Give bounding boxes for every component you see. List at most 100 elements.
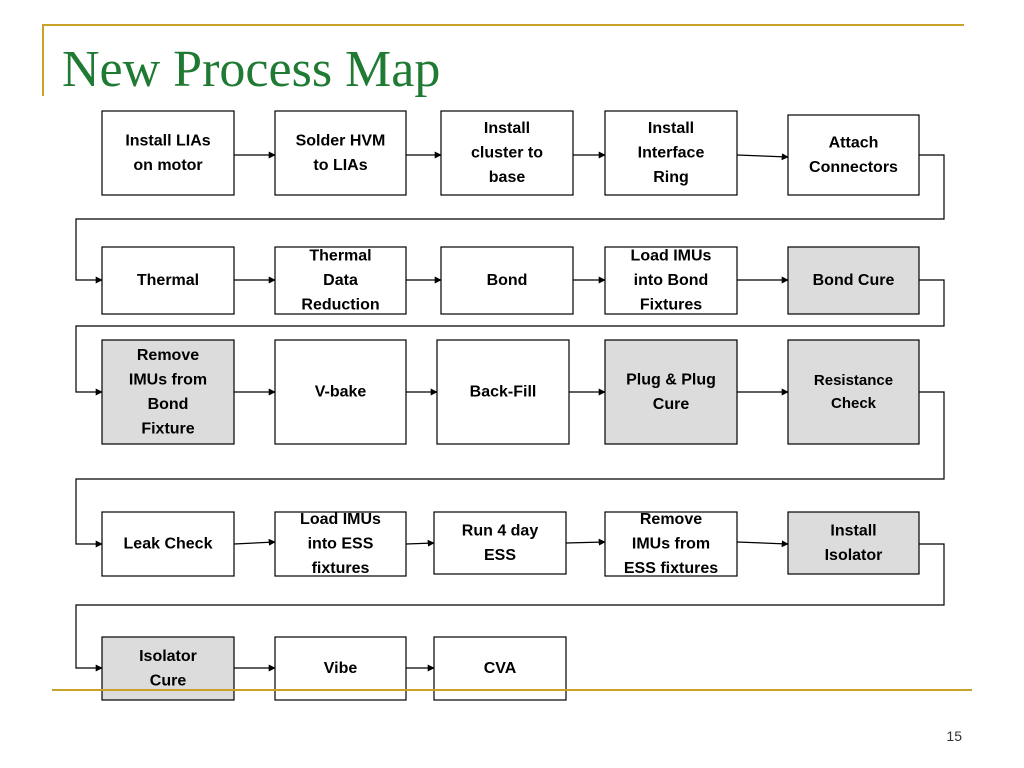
- step-thermal: Thermal: [101, 246, 235, 315]
- step-label: Fixture: [141, 420, 194, 437]
- step-label: ESS: [484, 547, 516, 564]
- title-frame-left-rule: [42, 24, 44, 96]
- step-leak-check: Leak Check: [101, 511, 235, 577]
- step-install-lias-on-motor: Install LIAs on motor: [101, 110, 235, 196]
- step-label: Cure: [653, 396, 690, 413]
- step-label: Back-Fill: [470, 384, 537, 401]
- step-label: on motor: [133, 157, 202, 174]
- row-wrap-arrow: [75, 279, 945, 396]
- step-box: [274, 339, 407, 445]
- flow-arrow: [565, 538, 606, 546]
- step-label: Interface: [638, 145, 705, 162]
- step-install-cluster-to-base: Install cluster to base: [440, 110, 574, 196]
- step-label: V-bake: [315, 384, 367, 401]
- step-label: Solder HVM: [296, 132, 386, 149]
- row-wrap-arrow: [75, 391, 945, 548]
- step-box: [604, 246, 738, 315]
- step-label: into Bond: [634, 272, 709, 289]
- step-label: fixtures: [312, 560, 370, 577]
- step-label: Reduction: [301, 297, 379, 314]
- step-label: IMUs from: [129, 371, 207, 388]
- step-label: Plug & Plug: [626, 371, 716, 388]
- step-label: Thermal: [309, 248, 371, 265]
- step-box: [787, 511, 920, 575]
- step-label: Bond Cure: [813, 272, 895, 289]
- step-label: Bond: [487, 272, 528, 289]
- step-label: to LIAs: [313, 157, 367, 174]
- step-label: Cure: [150, 672, 187, 689]
- step-label: Fixtures: [640, 297, 702, 314]
- step-bond-cure: Bond Cure: [787, 246, 920, 315]
- step-back-fill: Back-Fill: [436, 339, 570, 445]
- step-label: Isolator: [825, 547, 883, 564]
- step-label: Run 4 day: [462, 522, 539, 539]
- step-box: [101, 110, 235, 196]
- step-label: Install: [648, 120, 694, 137]
- step-solder-hvm-to-lias: Solder HVM to LIAs: [274, 110, 407, 196]
- step-box: [440, 110, 574, 196]
- step-box: [274, 511, 407, 577]
- step-box: [274, 246, 407, 315]
- step-label: cluster to: [471, 145, 543, 162]
- step-label: Isolator: [139, 648, 197, 665]
- step-box: [101, 339, 235, 445]
- flow-arrow: [405, 539, 435, 547]
- step-label: Data: [323, 272, 358, 289]
- step-box: [440, 246, 574, 315]
- step-label: Load IMUs: [631, 248, 712, 265]
- flow-arrow: [233, 538, 276, 546]
- step-box: [604, 110, 738, 196]
- footer-rule: [52, 689, 972, 691]
- step-box: [787, 114, 920, 196]
- flow-arrow: [736, 540, 789, 548]
- step-label: Thermal: [137, 272, 199, 289]
- step-box: [604, 339, 738, 445]
- step-label: Resistance: [814, 372, 893, 389]
- step-label: Attach: [829, 134, 879, 151]
- step-label: into ESS: [308, 536, 374, 553]
- step-v-bake: V-bake: [274, 339, 407, 445]
- step-box: [787, 339, 920, 445]
- step-label: Ring: [653, 169, 689, 186]
- step-box: [433, 511, 567, 575]
- step-label: IMUs from: [632, 536, 710, 553]
- step-load-imus-into-ess-fixtures: Load IMUs into ESS fixtures: [274, 511, 407, 577]
- step-label: CVA: [484, 660, 517, 677]
- step-bond: Bond: [440, 246, 574, 315]
- step-label: Load IMUs: [300, 511, 381, 528]
- step-box: [787, 246, 920, 315]
- step-label: Remove: [640, 511, 702, 528]
- step-label: Bond: [148, 396, 189, 413]
- step-label: Vibe: [324, 660, 358, 677]
- step-box: [274, 110, 407, 196]
- step-label: Install: [484, 120, 530, 137]
- title-frame-top-rule: [42, 24, 964, 26]
- page-title: New Process Map: [62, 41, 441, 98]
- step-label: Install: [830, 522, 876, 539]
- step-label: Connectors: [809, 159, 898, 176]
- row-wrap-arrow: [75, 543, 945, 672]
- flow-arrow: [736, 153, 789, 161]
- step-label: Check: [831, 395, 877, 412]
- connectors: [75, 151, 945, 672]
- step-box: [604, 511, 738, 577]
- step-box: [101, 246, 235, 315]
- step-label: Install LIAs: [125, 132, 210, 149]
- step-label: Remove: [137, 347, 199, 364]
- step-label: ESS fixtures: [624, 560, 718, 577]
- step-label: base: [489, 169, 526, 186]
- step-box: [101, 511, 235, 577]
- page-number: 15: [946, 728, 962, 744]
- step-box: [436, 339, 570, 445]
